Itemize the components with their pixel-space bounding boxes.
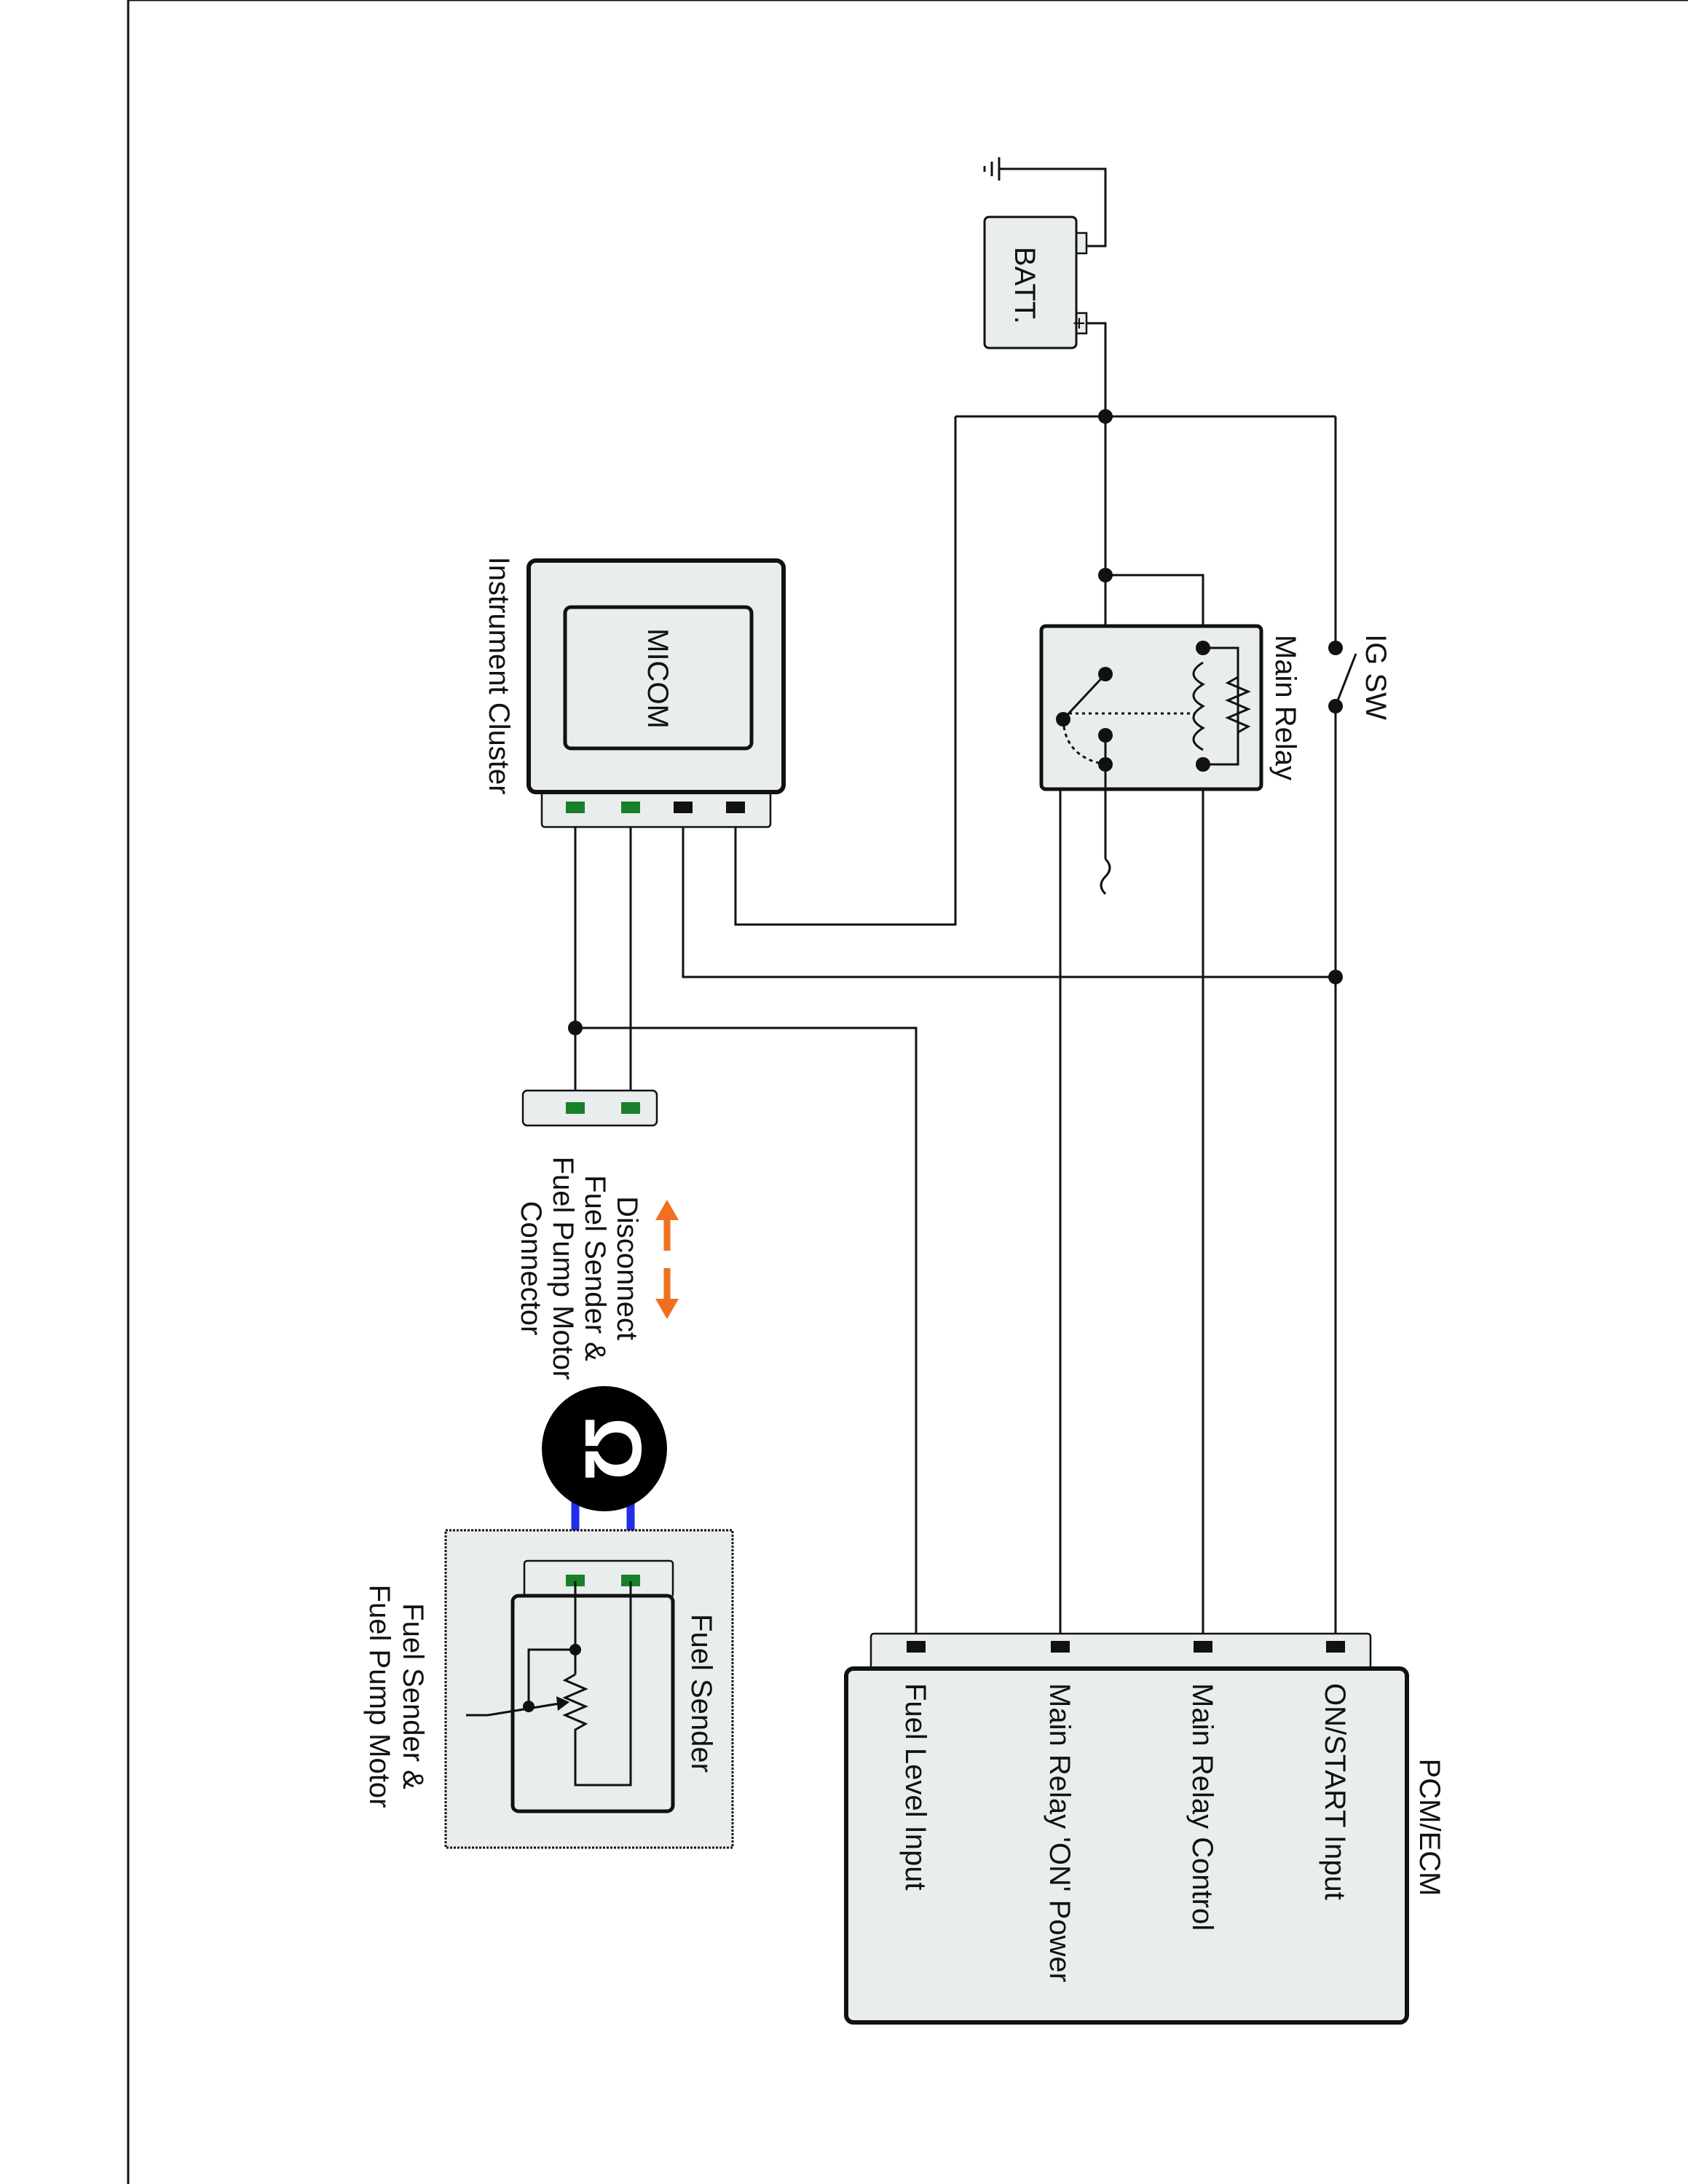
disconnect-connector: Disconnect Fuel Sender & Fuel Pump Motor… [515,1089,679,1380]
connector-label-line1: Disconnect [611,1196,643,1340]
battery-label: BATT. [1009,247,1041,324]
pcm-pin-relay-control [1194,1641,1212,1653]
main-relay: Main Relay [1039,624,1301,895]
relay-coil-icon [1192,661,1206,751]
pcm-connector-tab [869,1632,1372,1671]
ohm-symbol-icon: Ω [568,1417,658,1481]
fuel-sender-body [510,1594,675,1813]
micom-body [563,605,754,751]
fuel-sender-assembly: Fuel Sender Fuel Sender & Fuel Pump Moto… [363,1529,734,1849]
fuel-sender-pin-2 [621,1575,640,1586]
battery-plus-label: + [1067,317,1091,330]
fuel-level-wire [575,1026,918,1647]
disconnect-arrow-icon [655,1200,679,1319]
connector-pin-2 [621,1102,640,1114]
relay-resistor-icon [1225,676,1251,734]
pcm-pin-fuel-level [907,1641,926,1653]
ohmmeter-body [542,1386,667,1511]
pcm-pin-on-start [1326,1641,1345,1653]
fuel-sender-pin-1 [566,1575,585,1586]
connector-pin-1 [566,1102,585,1114]
pin-label-fuel-level: Fuel Level Input [899,1683,931,1891]
fuel-sender-motor-label-line1: Fuel Sender & [397,1603,429,1789]
fuel-sender-label: Fuel Sender [685,1614,717,1773]
disconnect-connector-body [521,1089,658,1127]
main-relay-body [1039,624,1263,791]
pcm-body [844,1666,1409,2025]
battery: BATT. - + [983,215,1091,349]
cluster-pin-fuel-ground [621,802,640,813]
instrument-cluster-label: Instrument Cluster [483,557,515,795]
battery-positive-wire [1075,322,1107,416]
wiper-arrow-icon [556,1696,569,1711]
pin-label-main-relay-control: Main Relay Control [1186,1683,1218,1931]
battery-minus-label: - [1065,240,1089,247]
relay-coil-supply-wire [1105,574,1204,646]
wiring [574,167,1337,1647]
ig-switch: IG SW [1328,634,1392,720]
page-frame [127,0,1688,2184]
ohmmeter: Ω [542,1386,667,1581]
ground-wire [999,167,1107,248]
open-wire-end-icon [1100,858,1111,895]
ig-switch-label: IG SW [1360,634,1392,720]
connector-label-line2: Fuel Sender & [579,1175,611,1361]
fuel-sender-motor-label-line2: Fuel Pump Motor [363,1585,395,1808]
cluster-battery-feed-wire [734,416,957,926]
cluster-pin-fuel-signal [566,802,585,813]
micom-label: MICOM [642,628,674,729]
pcm-pin-on-power [1051,1641,1070,1653]
ground-symbol-icon [983,157,1001,181]
pin-label-main-relay-on-power: Main Relay 'ON' Power [1044,1683,1076,1982]
pcm-label: PCM/ECM [1413,1759,1446,1896]
pin-label-on-start: ON/START Input [1319,1683,1351,1900]
battery-body [983,215,1078,349]
connector-label-line4: Connector [515,1201,547,1336]
junction-dots [568,409,1343,1035]
cluster-pin-ig [674,802,693,813]
variable-resistor-icon [562,1673,588,1750]
pcm-ecm: PCM/ECM ON/START Input Main Relay Contro… [844,1632,1446,2025]
instrument-cluster: MICOM Instrument Cluster [483,557,786,828]
connector-label-line3: Fuel Pump Motor [547,1157,579,1380]
main-relay-label: Main Relay [1269,635,1301,780]
ig-to-cluster-wire [682,807,1336,978]
fuel-sender-connector-tab [523,1559,674,1599]
cluster-pin-battery [726,802,745,813]
